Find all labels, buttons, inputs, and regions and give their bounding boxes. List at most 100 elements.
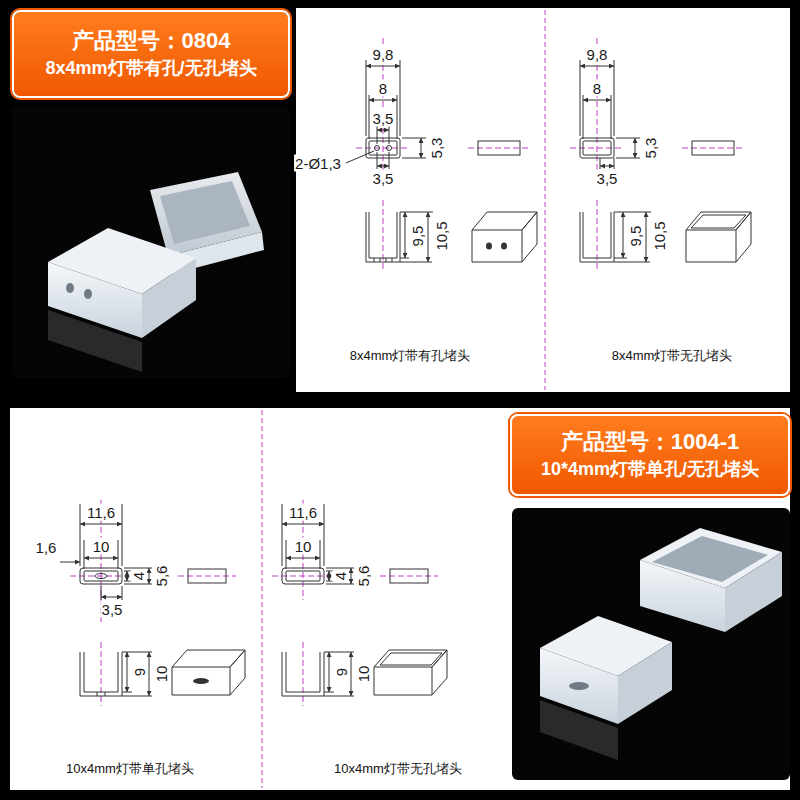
- cap-drawing: [501, 243, 507, 250]
- dimension-value: 3,5: [372, 170, 395, 187]
- dimension-value: 11,6: [86, 504, 116, 521]
- product-photo: [618, 642, 672, 724]
- cap-drawing: [374, 650, 447, 695]
- dimension-value: 5,6: [153, 565, 170, 588]
- cap-drawing: [127, 652, 128, 692]
- dimension-value: 4: [130, 571, 147, 581]
- cap-drawing: [366, 138, 400, 158]
- cap-drawing: [369, 100, 397, 101]
- drawing-caption: 8x4mm灯带有孔堵头: [349, 347, 472, 364]
- cap-drawing: [377, 130, 389, 131]
- product-photo: [142, 258, 196, 338]
- product-photo: [540, 700, 618, 760]
- top-panel: [296, 8, 790, 392]
- cap-drawing: [377, 166, 389, 167]
- cap-drawing: [583, 141, 611, 155]
- cap-drawing: [580, 212, 614, 262]
- cap-drawing: [346, 151, 374, 163]
- cap-drawing: [377, 152, 389, 169]
- cap-drawing: [122, 652, 152, 696]
- product-photo: [160, 181, 250, 244]
- cap-drawing: [329, 571, 330, 581]
- cap-drawing: [60, 562, 80, 563]
- dimension-value: 4: [332, 571, 349, 581]
- cap-drawing: [329, 652, 330, 692]
- cap-drawing: [272, 500, 447, 706]
- cap-drawing: [366, 212, 400, 262]
- dimension-value: 9: [333, 667, 350, 677]
- cap-drawing: [149, 652, 150, 696]
- cap-drawing: [351, 652, 352, 696]
- cap-drawing: [95, 574, 107, 579]
- cap-drawing: [402, 138, 426, 158]
- dimension-value: 5,3: [428, 137, 445, 160]
- dimension-value: 3,5: [101, 601, 124, 618]
- cap-drawing: [127, 571, 128, 581]
- cap-drawing: [282, 568, 324, 584]
- cap-drawing: [70, 500, 236, 706]
- model-number: 产品型号：0804: [72, 29, 231, 53]
- drawing-caption: 10x4mm灯带单孔堵头: [65, 760, 195, 777]
- cap-drawing: [282, 504, 447, 696]
- dimension-value: 2-Ø1,3: [294, 155, 342, 172]
- cap-drawing: [346, 38, 537, 272]
- cap-drawing: [390, 569, 428, 583]
- cap-drawing: [356, 38, 530, 272]
- cap-drawing: [623, 212, 624, 258]
- cap-drawing: [80, 504, 122, 569]
- cap-drawing: [193, 678, 209, 684]
- panel-divider: [262, 410, 263, 788]
- dimension-value: 10,5: [433, 220, 450, 251]
- cap-drawing: [614, 212, 651, 262]
- dimension-value: 10: [92, 538, 111, 555]
- cap-drawing: [387, 146, 392, 151]
- cap-drawing: [616, 138, 640, 158]
- dimension-value: 9,5: [627, 225, 644, 248]
- drawing-caption: 8x4mm灯带无孔堵头: [611, 347, 734, 364]
- cap-drawing: [60, 500, 245, 706]
- cap-drawing: [84, 571, 118, 581]
- cap-drawing: [374, 258, 392, 262]
- product-photo: [640, 560, 725, 632]
- cap-drawing: [486, 243, 492, 250]
- product-photo: [48, 310, 142, 372]
- drawing-caption: 10x4mm灯带无孔堵头: [333, 760, 463, 777]
- cap-drawing: [570, 38, 744, 272]
- product-photo: [725, 552, 782, 632]
- product-photo: [12, 105, 290, 378]
- cap-drawing: [60, 504, 245, 696]
- product-photo: [12, 105, 290, 378]
- cap-drawing: [646, 212, 647, 262]
- dimension-value: 5,3: [642, 137, 659, 160]
- dimension-value: 5,6: [355, 565, 372, 588]
- cap-drawing: [692, 141, 734, 155]
- cap-drawing: [400, 212, 433, 262]
- cap-drawing: [366, 66, 400, 67]
- cap-drawing: [346, 60, 537, 262]
- product-photo: [66, 283, 74, 293]
- cap-drawing: [282, 652, 324, 696]
- cap-drawing: [70, 500, 236, 706]
- cap-drawing: [366, 60, 400, 144]
- cap-drawing: [84, 558, 118, 559]
- cap-drawing: [356, 38, 530, 272]
- product-photo: [512, 508, 790, 780]
- product-photo: [84, 289, 92, 299]
- cap-drawing: [570, 38, 751, 272]
- cap-drawing: [580, 60, 614, 139]
- dimension-value: 9,8: [586, 46, 609, 63]
- dimension-value: 11,6: [288, 504, 318, 521]
- dimension-value: 10: [153, 665, 170, 684]
- cap-drawing: [124, 568, 152, 584]
- cap-drawing: [405, 212, 406, 258]
- product-photo: [512, 508, 790, 780]
- cap-drawing: [326, 568, 354, 584]
- cap-drawing: [272, 500, 438, 706]
- dimension-value: 9: [131, 667, 148, 677]
- cap-drawing: [282, 524, 324, 525]
- cap-drawing: [172, 650, 245, 695]
- cap-drawing: [600, 158, 614, 169]
- dimension-value: 10,5: [651, 220, 668, 251]
- panel-divider: [545, 10, 546, 390]
